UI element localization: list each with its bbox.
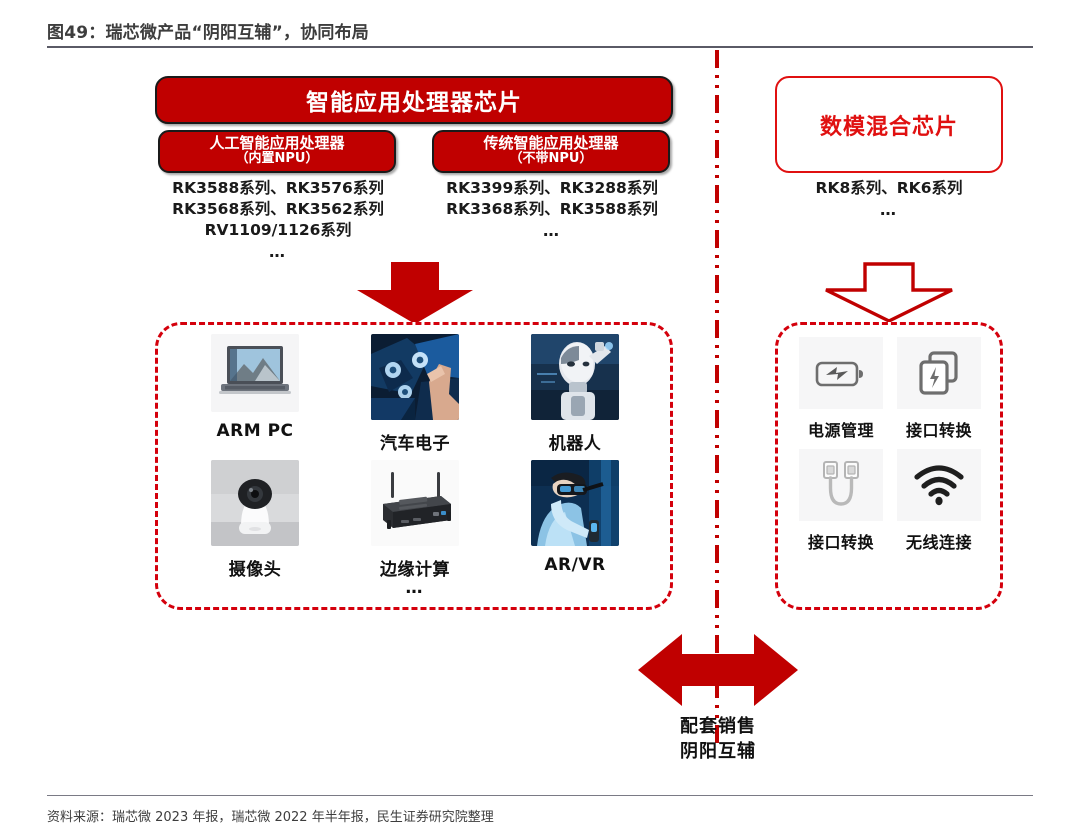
sub-category-title-traditional: 传统智能应用处理器 xyxy=(483,134,619,153)
chip-series-list-ai: RK3588系列、RK3576系列 RK3568系列、RK3562系列 RV11… xyxy=(150,178,406,262)
footer-divider xyxy=(47,795,1033,796)
function-label: 无线连接 xyxy=(905,533,972,552)
main-category-label-right: 数模混合芯片 xyxy=(819,114,958,140)
chip-series-ellipsis: … xyxy=(269,242,287,261)
source-note: 资料来源：瑞芯微 2023 年报，瑞芯微 2022 年半年报，民生证券研究院整理 xyxy=(47,810,494,825)
function-item[interactable]: 接口转换 xyxy=(890,337,988,441)
bottom-caption: 配套销售 阴阳互辅 xyxy=(608,714,828,764)
chip-series-ellipsis: … xyxy=(543,221,561,240)
arrow-down-solid-icon xyxy=(357,262,473,324)
sub-category-box-ai: 人工智能应用处理器 （内置NPU） xyxy=(158,130,396,173)
chip-series-line: RV1109/1126系列 xyxy=(204,221,352,239)
chip-series-ellipsis: … xyxy=(880,200,898,219)
battery-charging-icon xyxy=(799,337,883,409)
chip-series-list-mixed-signal: RK8系列、RK6系列 … xyxy=(760,178,1018,220)
wifi-icon xyxy=(897,449,981,521)
chip-series-line: RK3588系列、RK3576系列 xyxy=(172,179,384,197)
application-label: 汽车电子 xyxy=(380,434,450,454)
function-item[interactable]: 电源管理 xyxy=(792,337,890,441)
application-label: 摄像头 xyxy=(228,560,282,580)
function-item[interactable]: 无线连接 xyxy=(890,449,988,553)
function-item[interactable]: 接口转换 xyxy=(792,449,890,553)
bottom-caption-line-1: 配套销售 xyxy=(680,716,756,737)
chip-series-line: RK8系列、RK6系列 xyxy=(815,179,963,197)
automotive-electronics-image xyxy=(371,334,459,420)
arrow-down-hollow-icon xyxy=(825,262,953,323)
application-item[interactable]: ARM PC xyxy=(175,334,335,454)
chip-series-list-traditional: RK3399系列、RK3288系列 RK3368系列、RK3588系列 … xyxy=(424,178,680,241)
chip-series-line: RK3368系列、RK3588系列 xyxy=(446,200,658,218)
application-item[interactable]: 边缘计算 xyxy=(335,460,495,580)
function-label: 接口转换 xyxy=(905,421,972,440)
interface-transfer-icon xyxy=(897,337,981,409)
ar-vr-headset-image xyxy=(531,460,619,546)
application-label: AR/VR xyxy=(544,555,606,575)
main-category-box-right: 数模混合芯片 xyxy=(775,76,1003,173)
application-label: 边缘计算 xyxy=(380,560,450,580)
function-label: 接口转换 xyxy=(807,533,874,552)
application-item[interactable]: 摄像头 xyxy=(175,460,335,580)
bottom-caption-line-2: 阴阳互辅 xyxy=(680,741,756,762)
application-grid-ellipsis: … xyxy=(405,578,425,598)
security-camera-image xyxy=(211,460,299,546)
edge-computing-device-image xyxy=(371,460,459,546)
robot-image xyxy=(531,334,619,420)
main-category-box-left: 智能应用处理器芯片 xyxy=(155,76,673,124)
chip-series-line: RK3399系列、RK3288系列 xyxy=(446,179,658,197)
sub-category-subtitle-ai: （内置NPU） xyxy=(235,150,319,166)
title-divider xyxy=(47,46,1033,48)
function-grid: 电源管理 接口转换 接口转换 xyxy=(792,337,988,553)
sub-category-title-ai: 人工智能应用处理器 xyxy=(209,134,345,153)
usb-cable-icon xyxy=(799,449,883,521)
laptop-image xyxy=(211,334,299,412)
application-item[interactable]: 汽车电子 xyxy=(335,334,495,454)
main-category-label-left: 智能应用处理器芯片 xyxy=(306,90,522,116)
vertical-divider xyxy=(715,50,719,750)
application-label: 机器人 xyxy=(548,434,602,454)
application-item[interactable]: 机器人 xyxy=(495,334,655,454)
sub-category-subtitle-traditional: （不带NPU） xyxy=(509,150,593,166)
application-item[interactable]: AR/VR xyxy=(495,460,655,580)
function-label: 电源管理 xyxy=(807,421,874,440)
double-arrow-horizontal-icon xyxy=(638,634,798,706)
page-title: 图49：瑞芯微产品“阴阳互辅”，协同布局 xyxy=(47,23,370,43)
chip-series-line: RK3568系列、RK3562系列 xyxy=(172,200,384,218)
application-grid: ARM PC 汽车电子 xyxy=(175,334,655,580)
application-label: ARM PC xyxy=(216,421,294,441)
sub-category-box-traditional: 传统智能应用处理器 （不带NPU） xyxy=(432,130,670,173)
